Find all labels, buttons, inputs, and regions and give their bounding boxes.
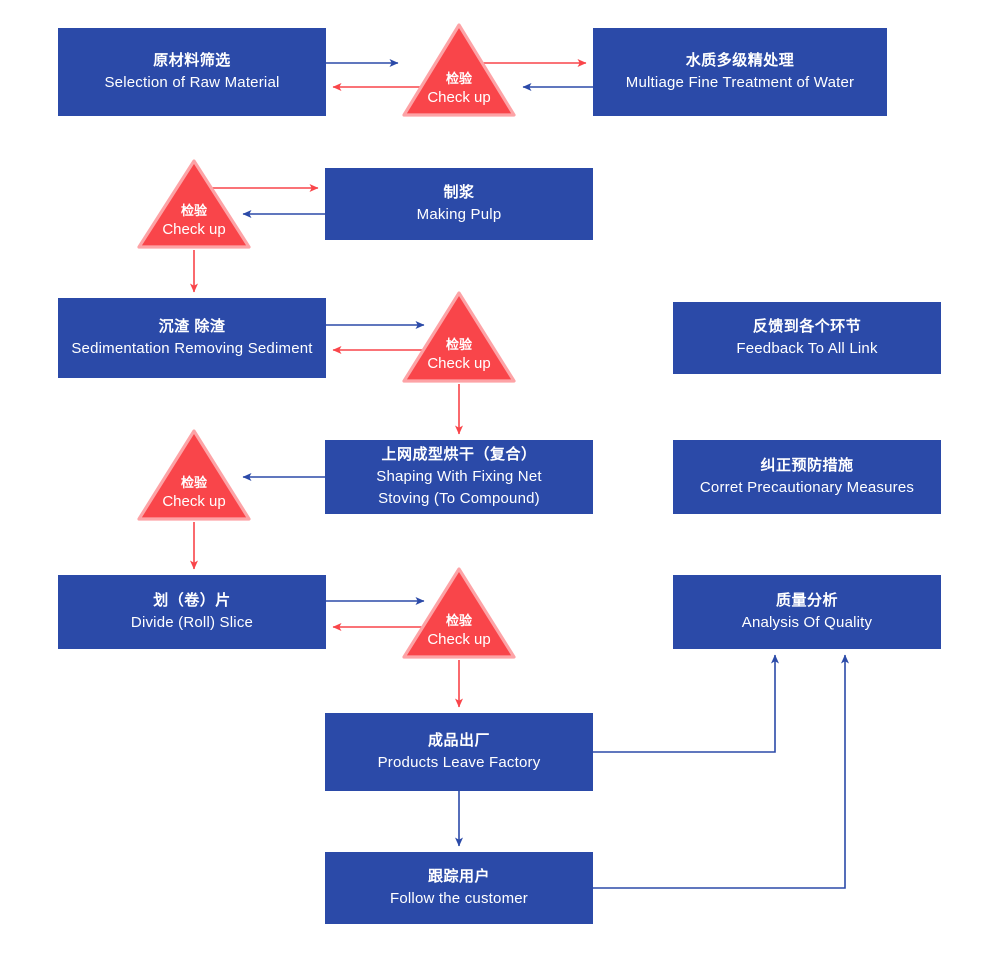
node-sedimentation[interactable]: 沉渣 除渣 Sedimentation Removing Sediment: [58, 298, 326, 378]
node-label-cn: 纠正预防措施: [760, 457, 854, 475]
node-divide-slice[interactable]: 划（卷）片 Divide (Roll) Slice: [58, 575, 326, 649]
node-label-cn: 成品出厂: [427, 732, 490, 750]
node-label-en: Divide (Roll) Slice: [130, 614, 254, 631]
node-precaution[interactable]: 纠正预防措施 Corret Precautionary Measures: [673, 440, 941, 514]
checkpoint-1[interactable]: 检验 Check up: [402, 23, 516, 117]
triangle-shape: [402, 23, 516, 117]
node-label-cn: 制浆: [443, 184, 475, 202]
node-shaping-stoving[interactable]: 上网成型烘干（复合） Shaping With Fixing Net Stovi…: [325, 440, 593, 514]
node-label-cn: 质量分析: [775, 592, 838, 610]
node-label-en: Analysis Of Quality: [741, 614, 873, 631]
node-label-cn: 划（卷）片: [153, 592, 231, 610]
node-label-en: Shaping With Fixing Net Stoving (To Comp…: [376, 468, 542, 507]
node-making-pulp[interactable]: 制浆 Making Pulp: [325, 168, 593, 240]
checkpoint-2[interactable]: 检验 Check up: [137, 159, 251, 249]
checkpoint-3[interactable]: 检验 Check up: [402, 291, 516, 383]
node-label-en: Multiage Fine Treatment of Water: [625, 74, 855, 91]
node-label-en: Feedback To All Link: [736, 340, 878, 357]
node-label-cn: 反馈到各个环节: [752, 318, 862, 336]
node-raw-material[interactable]: 原材料筛选 Selection of Raw Material: [58, 28, 326, 116]
node-label-cn: 上网成型烘干（复合）: [381, 446, 537, 464]
node-label-cn: 原材料筛选: [153, 52, 231, 70]
node-products-leave[interactable]: 成品出厂 Products Leave Factory: [325, 713, 593, 791]
node-feedback-all-link[interactable]: 反馈到各个环节 Feedback To All Link: [673, 302, 941, 374]
arrow-follow-to-analysis: [593, 654, 849, 889]
node-label-cn: 水质多级精处理: [685, 52, 795, 70]
node-label-en: Making Pulp: [416, 206, 502, 223]
node-label-cn: 沉渣 除渣: [158, 318, 226, 336]
node-label-en: Sedimentation Removing Sediment: [71, 340, 313, 357]
node-follow-customer[interactable]: 跟踪用户 Follow the customer: [325, 852, 593, 924]
node-label-en: Follow the customer: [389, 890, 529, 907]
node-analysis-quality[interactable]: 质量分析 Analysis Of Quality: [673, 575, 941, 649]
checkpoint-5[interactable]: 检验 Check up: [402, 567, 516, 659]
node-label-en: Selection of Raw Material: [104, 74, 280, 91]
triangle-shape: [402, 567, 516, 659]
node-label-cn: 跟踪用户: [427, 868, 490, 886]
node-label-en: Corret Precautionary Measures: [699, 479, 915, 496]
triangle-shape: [137, 429, 251, 521]
triangle-shape: [137, 159, 251, 249]
node-label-en: Products Leave Factory: [377, 754, 541, 771]
arrow-products-to-analysis: [593, 654, 779, 753]
node-water-treatment[interactable]: 水质多级精处理 Multiage Fine Treatment of Water: [593, 28, 887, 116]
triangle-shape: [402, 291, 516, 383]
checkpoint-4[interactable]: 检验 Check up: [137, 429, 251, 521]
